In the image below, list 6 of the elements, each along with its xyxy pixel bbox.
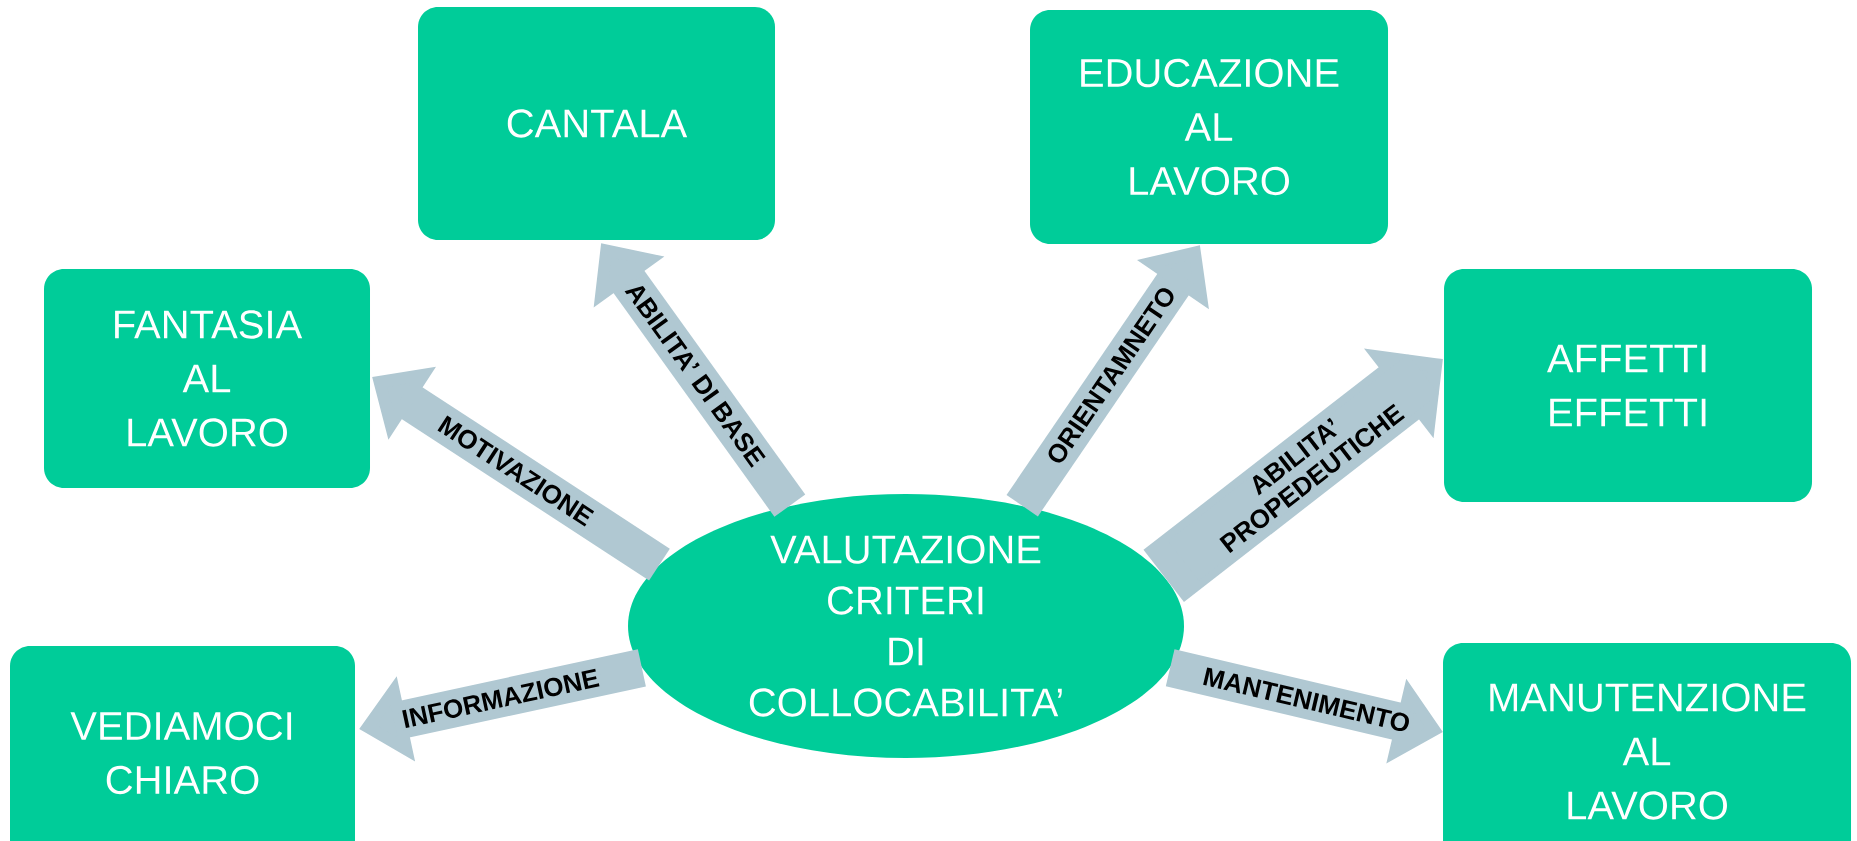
topic-box: AFFETTI EFFETTI	[1444, 269, 1812, 502]
topic-box: CANTALA	[418, 7, 775, 240]
topic-box: VEDIAMOCI CHIARO	[10, 646, 355, 841]
topic-box: EDUCAZIONE AL LAVORO	[1030, 10, 1388, 244]
topic-box: MANUTENZIONE AL LAVORO	[1443, 643, 1851, 841]
topic-box: FANTASIA AL LAVORO	[44, 269, 370, 488]
